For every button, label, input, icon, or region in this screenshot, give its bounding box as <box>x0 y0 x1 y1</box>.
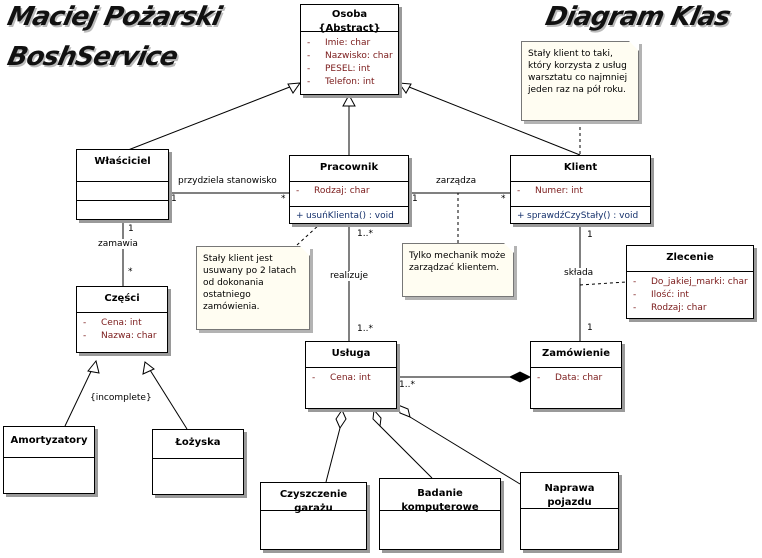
class-amortyzatory[interactable]: Amortyzatory <box>3 426 95 494</box>
diagram-title: Diagram Klas <box>542 2 733 32</box>
class-klient-attributes: -Numer: int <box>517 185 583 198</box>
class-lozyska[interactable]: Łożyska <box>152 429 244 495</box>
inherit-wlasciciel-osoba <box>122 82 301 153</box>
arrowhead-klient <box>397 82 412 94</box>
attribute-row: -Telefon: int <box>307 77 375 87</box>
multiplicity: 1..* <box>357 324 373 334</box>
attribute-row: -PESEL: int <box>307 64 371 74</box>
attribute-row: -Data: char <box>537 373 603 383</box>
note-usuwany: Stały klient jest usuwany po 2 latach od… <box>196 246 310 330</box>
arrowhead-amortyzatory <box>87 359 100 374</box>
note-mechanik: Tylko mechanik może zarządzać klientem. <box>402 243 514 297</box>
class-zlecenie[interactable]: Zlecenie -Do_jakiej_marki: char -Ilość: … <box>626 245 754 319</box>
class-klient[interactable]: Klient -Numer: int +sprawdźCzyStały() : … <box>510 155 651 224</box>
arrowhead-lozyska <box>142 361 155 375</box>
note-link-usuwany <box>296 223 321 246</box>
note-text: Tylko mechanik może zarządzać klientem. <box>409 251 506 273</box>
class-badanie-name: Badanie komputerowe <box>401 488 479 513</box>
assoc-label-zarzadza: zarządza <box>436 176 477 186</box>
note-text: Stały klient to taki, który korzysta z u… <box>528 49 628 95</box>
class-zamowienie[interactable]: Zamówienie -Data: char <box>530 341 622 409</box>
attribute-row: -Numer: int <box>517 186 583 196</box>
multiplicity: * <box>128 267 133 277</box>
class-osoba-name: Osoba {Abstract} <box>318 9 381 34</box>
class-zamowienie-attributes: -Data: char <box>537 372 602 385</box>
attribute-row: -Nazwa: char <box>83 331 157 341</box>
note-text: Stały klient jest usuwany po 2 latach od… <box>203 254 297 312</box>
class-badanie[interactable]: Badanie komputerowe <box>379 478 501 550</box>
company-name: BoshService <box>4 42 180 72</box>
multiplicity: * <box>501 194 506 204</box>
note-stały-klient: Stały klient to taki, który korzysta z u… <box>521 41 639 121</box>
class-klient-operation: +sprawdźCzyStały() : void <box>517 211 639 221</box>
class-czyszczenie-name: Czyszczenie garażu <box>279 489 348 514</box>
multiplicity: 1 <box>171 194 177 204</box>
aggregation-czyszczenie <box>325 427 341 483</box>
class-pracownik-operation: +usuńKlienta() : void <box>296 211 394 221</box>
assoc-label-przydziela: przydziela stanowisko <box>178 176 277 186</box>
assoc-label-sklada: składa <box>564 268 594 278</box>
assoc-label-realizuje: realizuje <box>330 271 369 281</box>
class-zamowienie-name: Zamówienie <box>541 348 611 359</box>
constraint-incomplete: {incomplete} <box>90 393 152 403</box>
attribute-row: -Imie: char <box>307 38 371 48</box>
class-czesci-name: Części <box>104 293 140 304</box>
attribute-row: -Ilość: int <box>633 290 689 300</box>
assoc-class-link-zlecenie <box>579 281 627 286</box>
class-amortyzatory-name: Amortyzatory <box>10 435 88 446</box>
multiplicity: 1 <box>587 230 593 240</box>
class-osoba-attributes: -Imie: char -Nazwisko: char -PESEL: int … <box>307 37 393 89</box>
multiplicity: * <box>281 194 286 204</box>
assoc-label-zamawia: zamawia <box>98 239 138 249</box>
class-zlecenie-attributes: -Do_jakiej_marki: char -Ilość: int -Rodz… <box>633 276 748 315</box>
attribute-row: -Do_jakiej_marki: char <box>633 277 748 287</box>
class-wlasciciel[interactable]: Właściciel <box>76 149 169 220</box>
class-pracownik[interactable]: Pracownik -Rodzaj: char +usuńKlienta() :… <box>289 155 409 224</box>
attribute-row: -Cena: int <box>83 318 142 328</box>
class-czyszczenie[interactable]: Czyszczenie garażu <box>260 482 367 550</box>
diamond-zamowienie <box>508 371 532 383</box>
arrowhead-wlasciciel <box>287 82 302 94</box>
class-naprawa-name: Naprawa pojazdu <box>544 483 595 508</box>
class-usluga-attributes: -Cena: int <box>312 372 371 385</box>
class-czesci-attributes: -Cena: int -Nazwa: char <box>83 317 157 343</box>
multiplicity: 1 <box>587 323 593 333</box>
multiplicity: 1 <box>128 224 134 234</box>
class-czesci[interactable]: Części -Cena: int -Nazwa: char <box>76 286 168 353</box>
multiplicity: 1..* <box>357 229 373 239</box>
class-naprawa[interactable]: Naprawa pojazdu <box>520 472 619 550</box>
attribute-row: -Nazwisko: char <box>307 51 393 61</box>
multiplicity: 1..* <box>399 380 415 390</box>
class-usluga-name: Usługa <box>331 348 371 359</box>
inherit-lozyska-czesci <box>144 361 188 430</box>
class-wlasciciel-name: Właściciel <box>94 156 151 167</box>
diamond-badanie <box>372 408 382 428</box>
class-klient-name: Klient <box>563 162 598 173</box>
diamond-naprawa <box>397 404 411 418</box>
inherit-klient-osoba <box>398 82 581 156</box>
author-name: Maciej Pożarski <box>4 2 224 32</box>
class-osoba[interactable]: Osoba {Abstract} -Imie: char -Nazwisko: … <box>300 4 399 95</box>
class-usluga[interactable]: Usługa -Cena: int <box>305 341 397 409</box>
aggregation-naprawa <box>409 416 521 485</box>
class-pracownik-name: Pracownik <box>319 162 379 173</box>
aggregation-badanie <box>379 425 433 479</box>
multiplicity: 1 <box>412 194 418 204</box>
class-lozyska-name: Łożyska <box>175 437 221 448</box>
class-pracownik-attributes: -Rodzaj: char <box>296 185 370 198</box>
class-zlecenie-name: Zlecenie <box>666 252 714 263</box>
diamond-czyszczenie <box>335 408 347 430</box>
arrowhead-pracownik <box>342 93 356 107</box>
attribute-row: -Rodzaj: char <box>633 303 707 313</box>
attribute-row: -Cena: int <box>312 373 371 383</box>
attribute-row: -Rodzaj: char <box>296 186 370 196</box>
